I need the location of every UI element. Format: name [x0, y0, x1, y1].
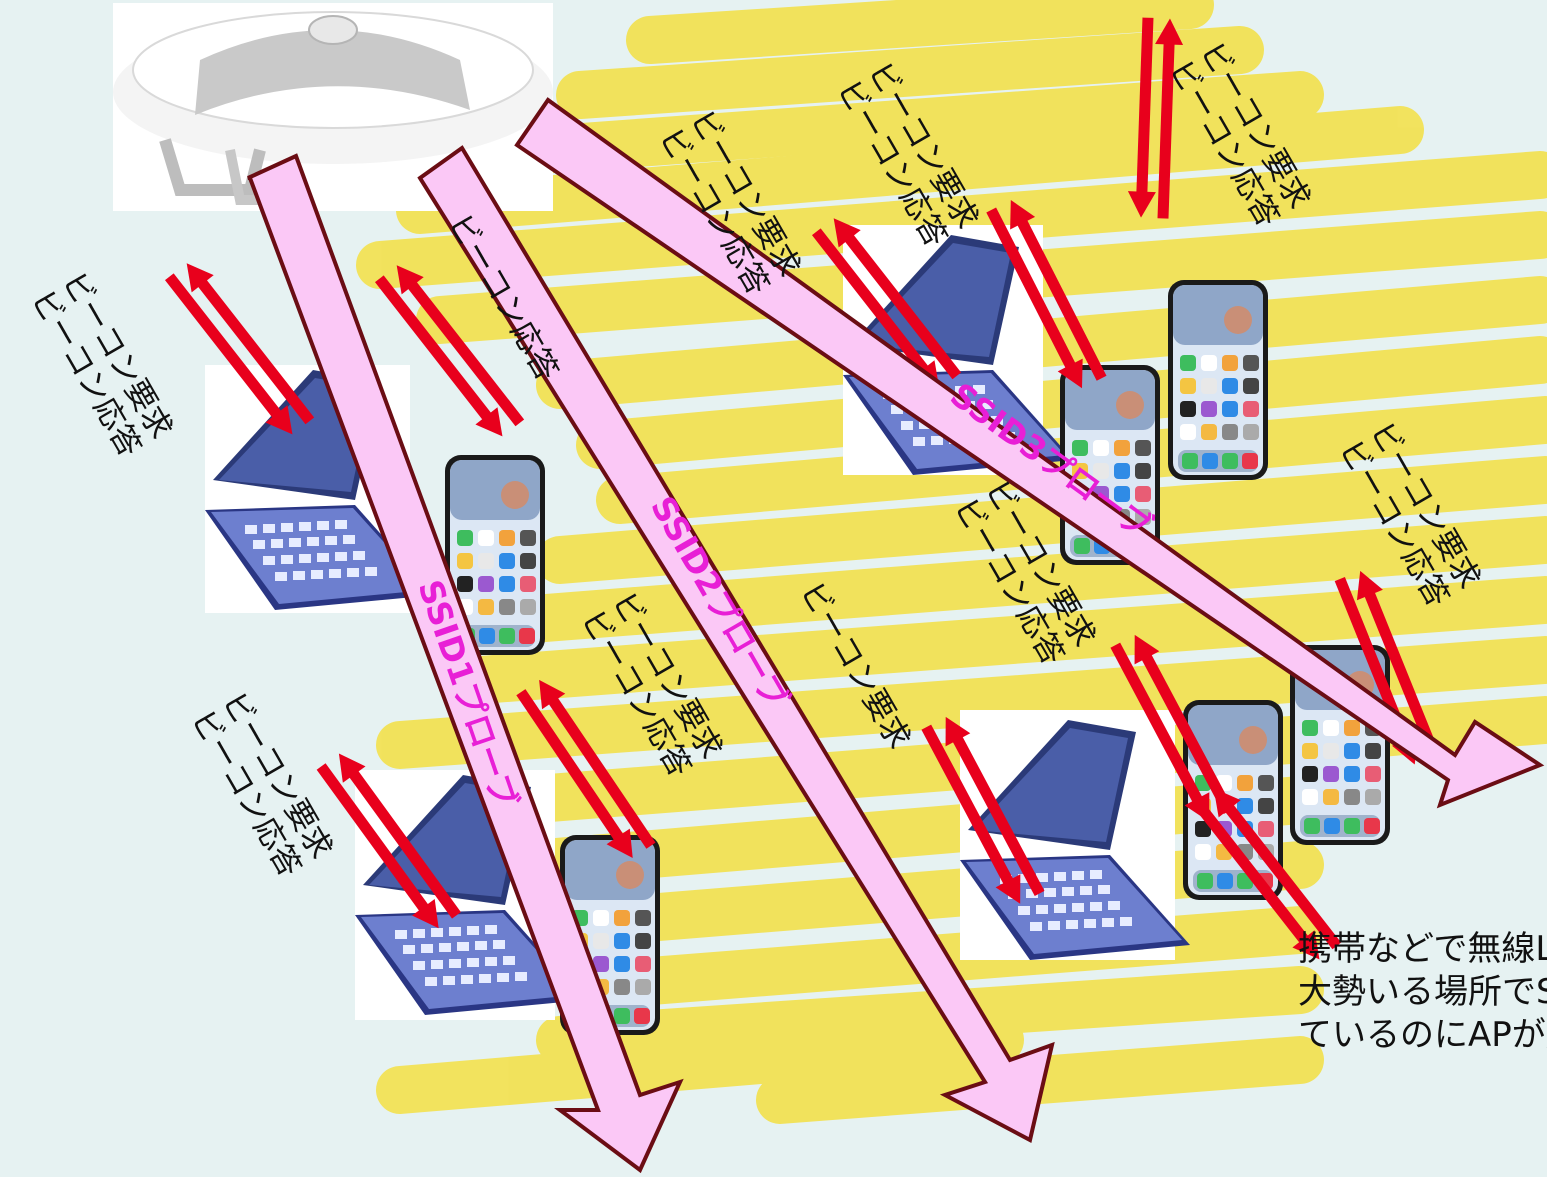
- probe-arrows: [247, 97, 1545, 1174]
- exchange-label: ビーコン要求 ビーコン応答: [184, 686, 339, 883]
- probe-arrow-ssid3: [514, 97, 1545, 809]
- probe-arrow-ssid1: [247, 153, 684, 1174]
- exchange-label: ビーコン要求 ビーコン応答: [24, 266, 179, 463]
- probe-arrow-ssid2: [417, 145, 1055, 1143]
- caption-line-3: ているのにAPが応答する: [1298, 1015, 1547, 1055]
- smartphone-icon: [1168, 280, 1268, 480]
- caption: 携帯などで無線LAN端末が 大勢いる場所でSSIDが増え ているのにAPが応答す…: [1298, 928, 1547, 1057]
- caption-line-2: 大勢いる場所でSSIDが増え: [1298, 972, 1547, 1012]
- caption-line-1: 携帯などで無線LAN端末が: [1298, 929, 1547, 969]
- access-point-icon: [113, 3, 553, 211]
